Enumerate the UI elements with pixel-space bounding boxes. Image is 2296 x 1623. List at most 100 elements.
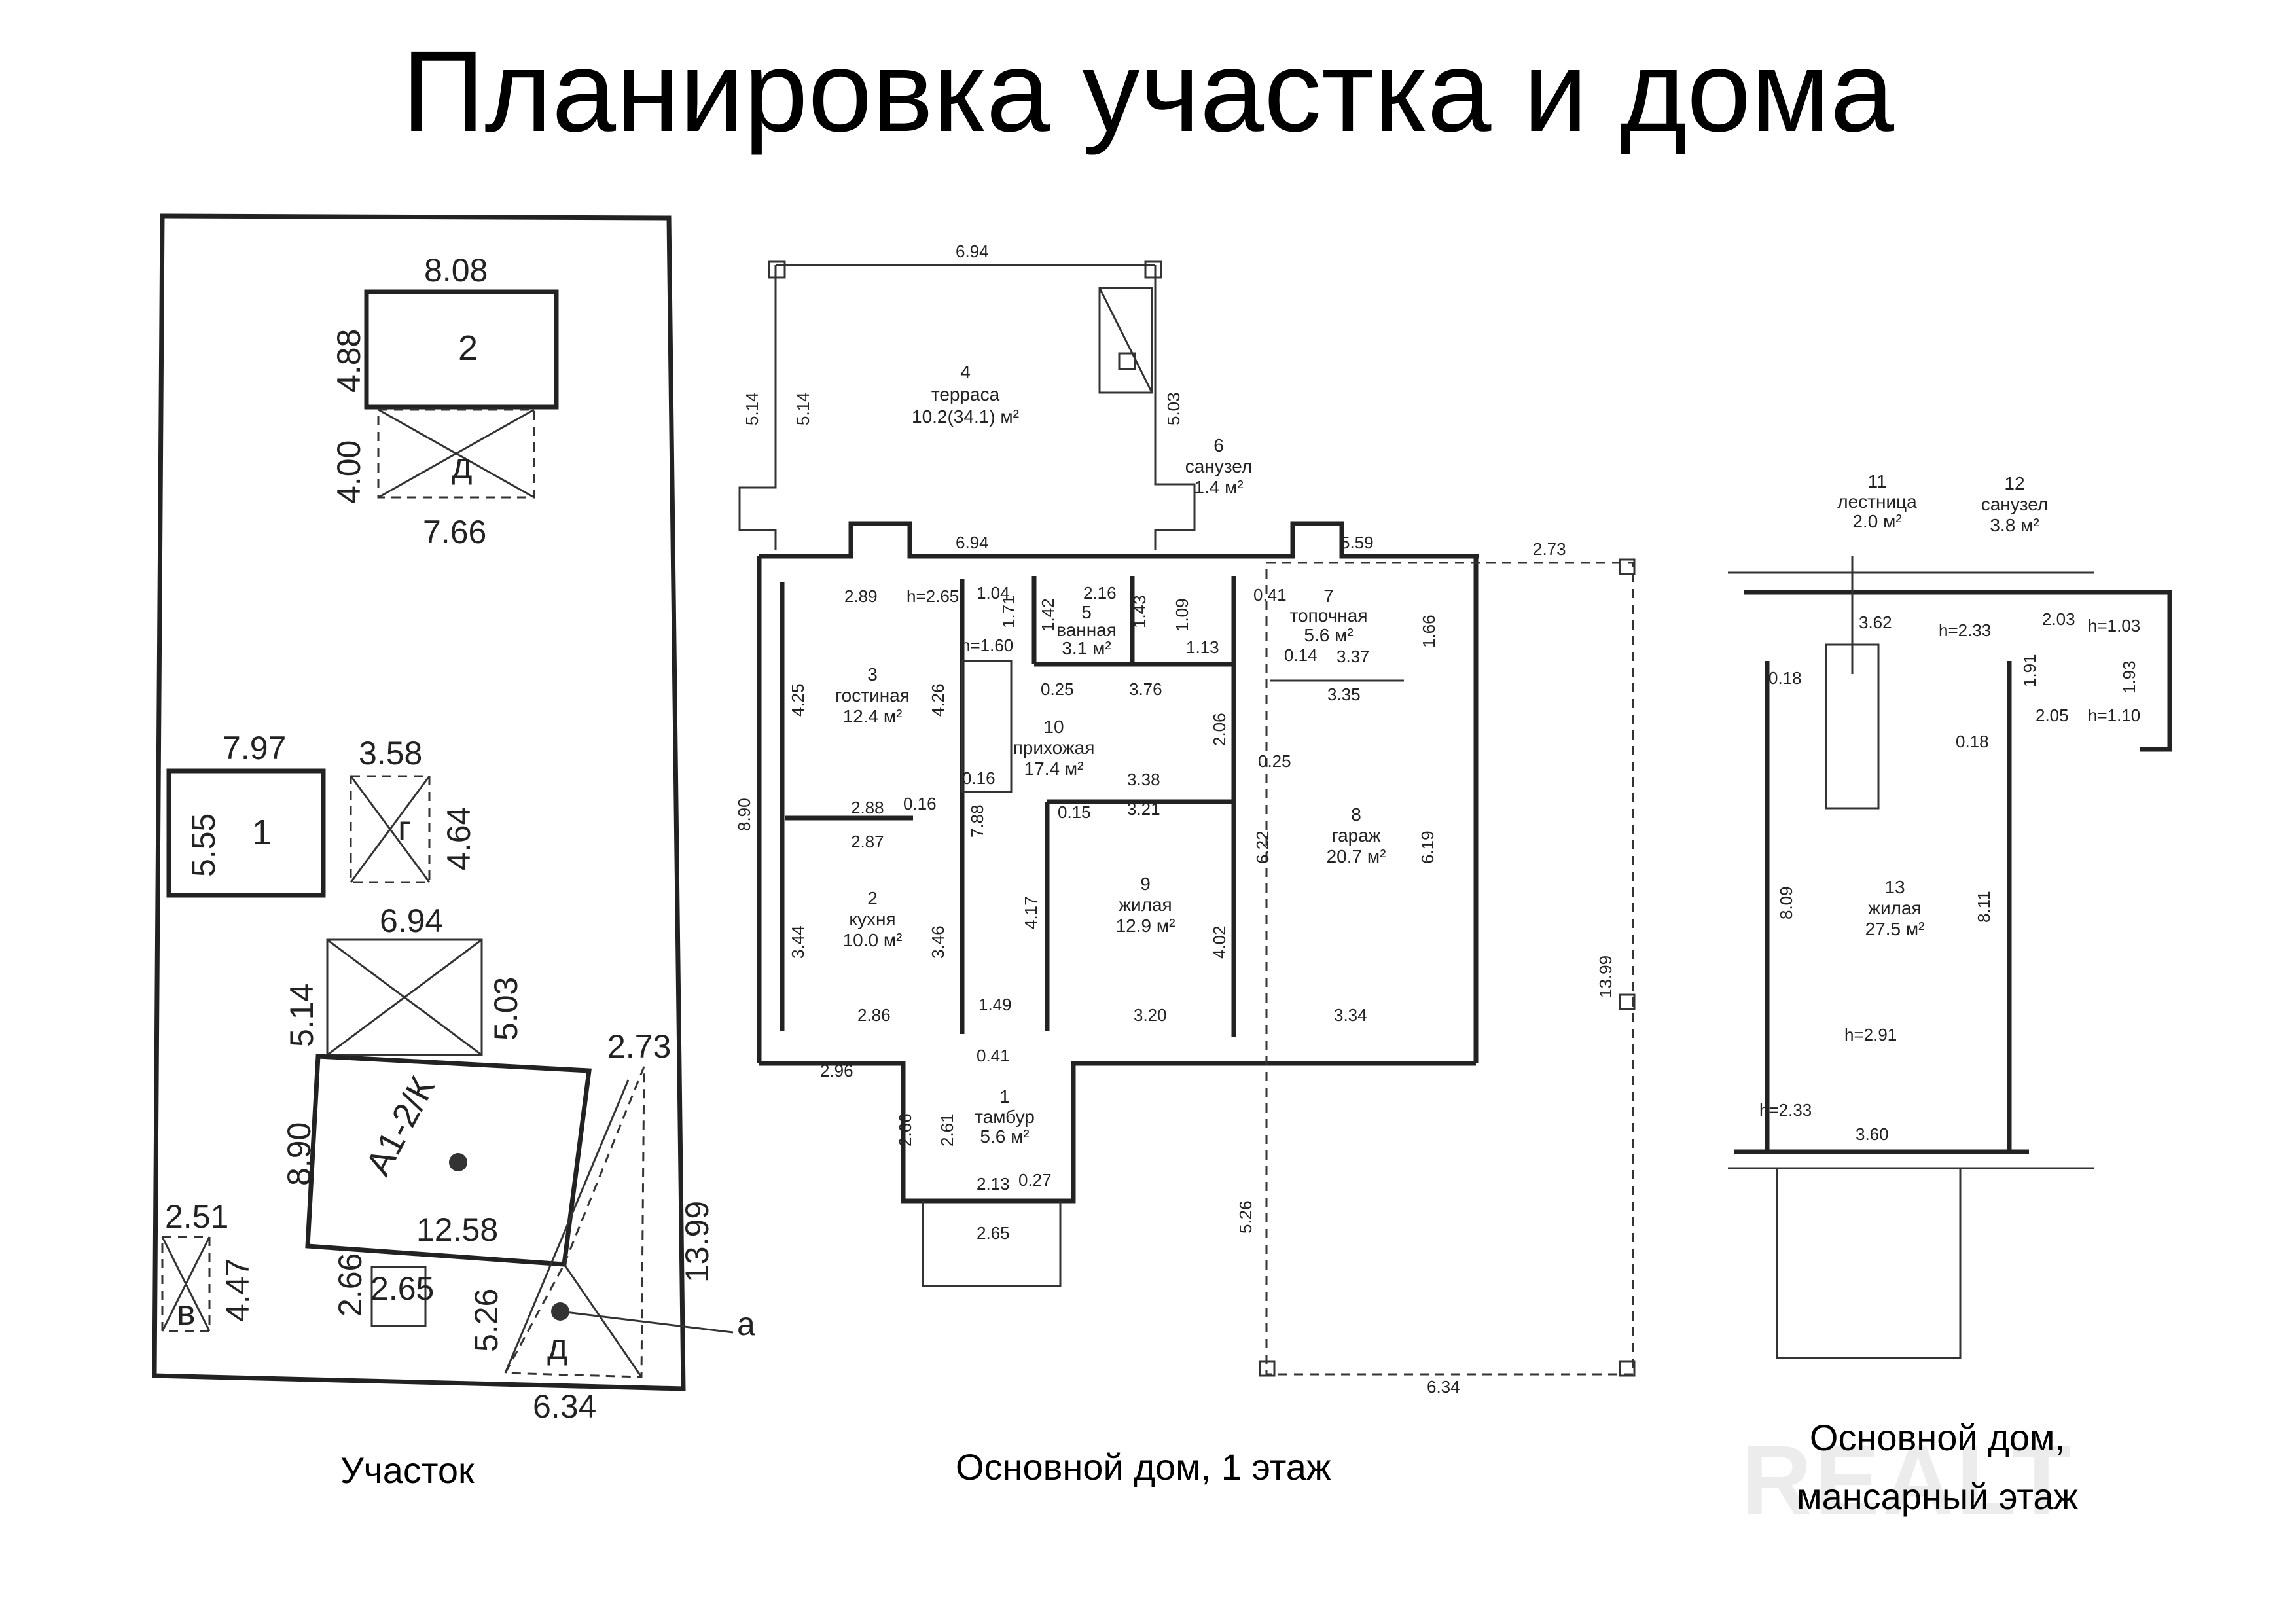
room-number: 8 — [1351, 804, 1361, 825]
room-name: санузел — [1981, 494, 2049, 514]
room-area: 20.7 м² — [1327, 846, 1386, 866]
site-shed-g — [377, 408, 535, 499]
floor1-stairs — [961, 660, 1013, 793]
floor1-dim: 1.09 — [1172, 598, 1192, 632]
attic-balcony — [1776, 1167, 1962, 1359]
attic-room-bedroom: 13 жилая 27.5 м² — [1865, 877, 1925, 939]
floor1-terrace-stove-diag — [1098, 287, 1153, 393]
floor1-dim: 3.37 — [1336, 647, 1370, 666]
caption-floor1: Основной дом, 1 этаж — [956, 1446, 1331, 1488]
floor1-ext-post — [1619, 993, 1636, 1010]
floor1-dim: 5.59 — [1340, 533, 1374, 552]
site-shed-v-side-dim: 4.64 — [440, 807, 477, 870]
floor1-dim: 5.26 — [1236, 1200, 1255, 1234]
attic-dim: 3.60 — [1856, 1124, 1889, 1144]
site-garage-ext-label: д — [547, 1327, 568, 1366]
floor1-dim: 3.34 — [1334, 1005, 1367, 1025]
site-terrace — [326, 938, 483, 1056]
floor1-dim: 4.17 — [1021, 896, 1041, 929]
floor1-ext-post — [1619, 1360, 1636, 1377]
floor1-dim: 2.96 — [820, 1061, 853, 1080]
floor1-bottom-wall — [759, 1061, 1476, 1204]
floor1-room-living: 3 гостиная 12.4 м² — [835, 664, 910, 726]
floor1-garage-extension — [1265, 562, 1634, 1376]
floor1-dim: 6.19 — [1418, 830, 1437, 864]
room-name: жилая — [1868, 898, 1921, 918]
site-boundary — [152, 213, 686, 1391]
room-area: 27.5 м² — [1865, 919, 1925, 939]
room-area: 3.8 м² — [1990, 515, 2039, 535]
floor1-plan: 6.94 5.14 5.14 5.03 6.94 5.59 2.73 8.90 … — [734, 241, 1636, 1397]
floor1-dim: 4.26 — [928, 683, 948, 717]
floor1-dim: 2.66 — [895, 1113, 915, 1147]
site-small-shed-top-dim: 2.51 — [165, 1198, 228, 1235]
site-shed-v-top-dim: 3.58 — [359, 735, 422, 772]
site-building-2-label: 2 — [458, 329, 478, 368]
site-building-1-top-dim: 7.97 — [223, 730, 286, 766]
room-number: 5 — [1081, 602, 1092, 622]
floor1-dim: 6.94 — [956, 533, 989, 552]
site-shed-g-bottom-dim: 7.66 — [423, 514, 486, 550]
room-number: 9 — [1140, 874, 1151, 894]
floor1-dim: 1.66 — [1419, 615, 1439, 648]
floor1-dim: 2.16 — [1083, 583, 1117, 603]
room-number: 4 — [960, 362, 971, 382]
attic-room-wc: 12 санузел 3.8 м² — [1981, 473, 2049, 535]
attic-dim: 3.62 — [1859, 613, 1892, 632]
site-small-shed-cross-2 — [161, 1236, 211, 1332]
floor1-terrace-stove-flue — [1118, 352, 1136, 370]
floor1-ext-post — [1259, 1360, 1276, 1377]
floor1-top-wall — [759, 521, 1479, 559]
site-porch — [370, 1266, 427, 1327]
floor1-dim: 0.25 — [1258, 751, 1291, 771]
floor1-dim: 7.88 — [967, 804, 987, 838]
site-garage-ext-diag-2 — [563, 1264, 643, 1378]
floor1-ext-post — [1619, 558, 1636, 575]
site-terrace-cross-2 — [327, 938, 482, 1056]
room-name: терраса — [931, 384, 1000, 404]
attic-dim: 1.93 — [2119, 660, 2139, 694]
room-number: 6 — [1213, 435, 1224, 455]
caption-site: Участок — [340, 1450, 475, 1491]
room-name: гостиная — [835, 685, 910, 705]
attic-dim: h=1.10 — [2088, 705, 2140, 725]
floor1-terrace-right — [1154, 265, 1196, 550]
caption-attic-line2: мансарный этаж — [1797, 1476, 2078, 1517]
room-number: 11 — [1867, 471, 1886, 491]
floor1-room-hall: 10 прихожая 17.4 м² — [1013, 717, 1095, 779]
room-name: лестница — [1837, 491, 1917, 512]
floor1-terrace-left — [738, 265, 777, 550]
attic-dim: 0.18 — [1768, 668, 1802, 688]
attic-dim: h=2.33 — [1759, 1100, 1812, 1120]
site-terrace-right-dim: 5.03 — [488, 977, 524, 1041]
room-number: 7 — [1323, 586, 1334, 606]
floor1-dim: 2.65 — [977, 1223, 1010, 1243]
floor1-dim: 0.41 — [1253, 585, 1287, 605]
floor1-dim: h=1.60 — [961, 635, 1013, 655]
floor1-dim: 2.87 — [851, 832, 884, 851]
attic-top-wall — [1744, 590, 2172, 752]
site-building-1 — [166, 768, 326, 898]
floor1-dim: 2.73 — [1533, 539, 1566, 559]
room-number: 2 — [867, 888, 878, 908]
floor1-dim: 6.94 — [956, 241, 989, 261]
room-area: 5.6 м² — [1304, 625, 1353, 645]
page-title: Планировка участка и дома — [401, 27, 1894, 156]
floor1-dim: h=2.65 — [906, 586, 959, 606]
floor1-room-terrace: 4 терраса 10.2(34.1) м² — [912, 362, 1019, 427]
site-shed-g-label: д — [452, 446, 473, 486]
floor1-dim: 3.21 — [1127, 799, 1160, 819]
site-building-2-top-dim: 8.08 — [424, 252, 488, 289]
attic-plan: 3.62 h=2.33 2.03 h=1.03 1.91 1.93 0.18 2… — [1728, 471, 2172, 1359]
site-small-shed — [161, 1236, 211, 1332]
floor1-dim: 3.44 — [788, 925, 808, 959]
room-name: ванная — [1056, 620, 1117, 640]
floor1-dim: 0.41 — [977, 1046, 1010, 1065]
site-garage-ext-bottom-dim: 6.34 — [533, 1388, 596, 1425]
room-area: 12.9 м² — [1116, 916, 1175, 936]
site-garage-ext — [503, 1066, 645, 1378]
floor1-dim: 13.99 — [1596, 955, 1615, 998]
attic-dim: 2.03 — [2042, 609, 2075, 629]
floor1-room-bath: 5 ванная 3.1 м² — [1056, 602, 1117, 658]
